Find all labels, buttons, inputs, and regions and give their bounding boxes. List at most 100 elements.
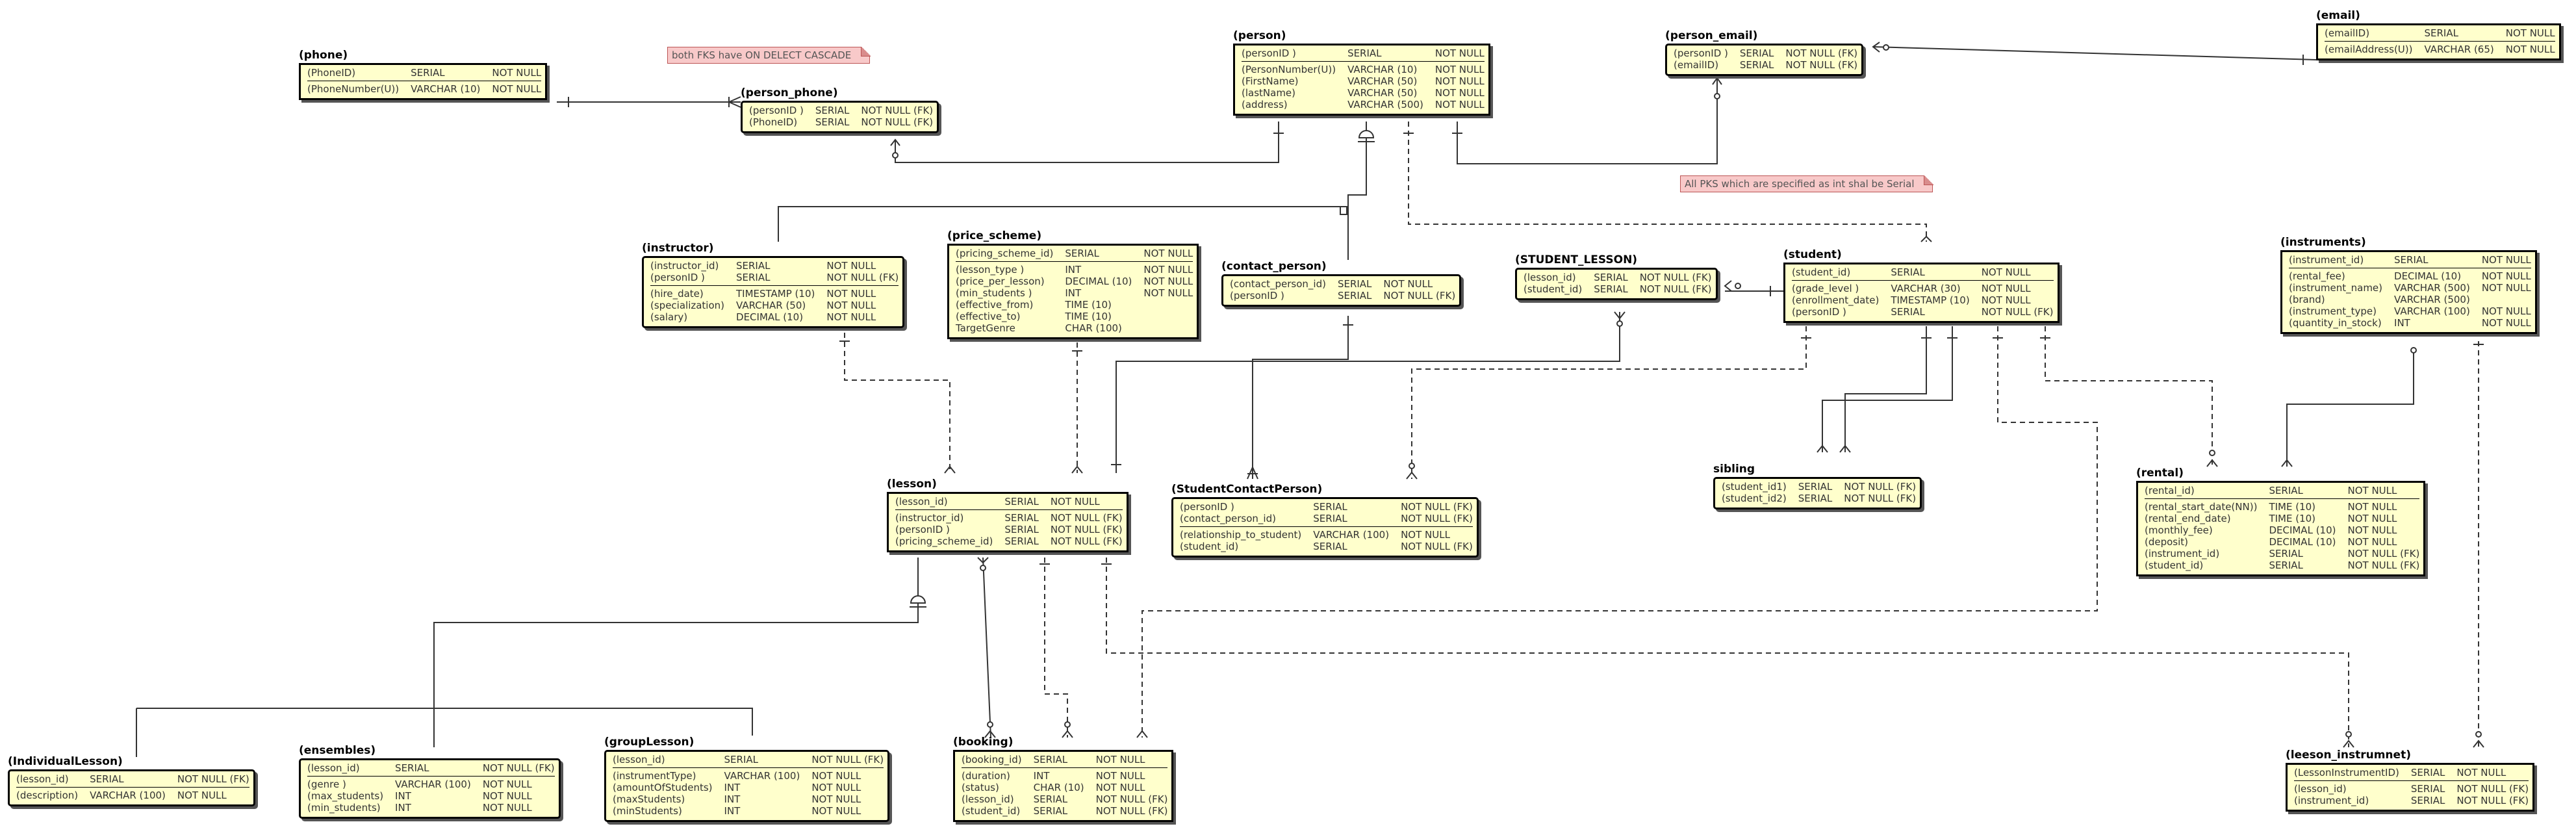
attribute-constraint: NOT NULL [1143,276,1193,287]
attribute-name: (student_id) [2145,559,2204,571]
rel-contact-person-scp [1252,316,1349,479]
attribute-name: (instructor_id) [895,509,1005,524]
attribute-row: (monthly_fee)DECIMAL (10)NOT NULL [2145,524,2419,536]
attribute-constraint: NOT NULL (FK) [1639,272,1712,283]
attribute-constraint: NOT NULL [2481,305,2531,317]
attribute-constraint: NOT NULL (FK) [1981,306,2054,318]
attribute-type: INT [1065,261,1144,276]
attribute-constraint: NOT NULL (FK) [1050,509,1123,524]
attribute-type: SERIAL [1337,278,1372,290]
attribute-type: VARCHAR (50) [736,300,806,311]
entity-title: (groupLesson) [604,736,695,749]
attribute-name: (instrument_id) [2289,254,2364,266]
attribute-constraint: NOT NULL [811,805,861,817]
attribute-constraint: NOT NULL (FK) [2456,780,2529,795]
attribute-type: SERIAL [1313,541,1347,552]
attribute-name: (student_id) [1180,541,1239,552]
attribute-name: (student_id2) [1722,493,1787,504]
attribute-constraint: NOT NULL (FK) [482,762,555,774]
entity-title: (student) [1783,248,1842,261]
attribute-constraint: NOT NULL (FK) [861,116,934,128]
attribute-type: SERIAL [736,260,771,272]
attribute-name: (pricing_scheme_id) [956,248,1054,259]
rel-lesson-booking-dashed [1044,558,1068,738]
attribute-type: SERIAL [1347,47,1382,59]
entity-contact-person[interactable]: (contact_person)(contact_person_id)SERIA… [1221,260,1462,307]
attribute-type: SERIAL [1337,290,1372,302]
attribute-type: SERIAL [1033,754,1068,765]
attribute-type: VARCHAR (500) [1347,99,1423,110]
attribute-type: SERIAL [90,773,124,785]
attribute-type: SERIAL [1004,509,1051,524]
attribute-row: (enrollment_date)TIMESTAMP (10)NOT NULL [1792,294,2054,306]
attribute-constraint: NOT NULL (FK) [2347,559,2420,571]
attribute-name: (lastName) [1242,87,1296,99]
attribute-type: TIMESTAMP (10) [736,285,827,300]
attribute-name: (rental_id) [2145,485,2195,496]
attribute-name: (personID ) [1180,501,1234,513]
attribute-type: SERIAL [1798,481,1833,493]
attribute-constraint: NOT NULL [1981,266,2031,278]
attribute-name: (status) [962,782,999,793]
attribute-constraint: NOT NULL [1435,99,1485,110]
attribute-constraint: NOT NULL [482,790,532,802]
attribute-name: (rental_start_date(NN)) [2145,498,2269,513]
attribute-row: (grade_level )VARCHAR (30)NOT NULL [1792,280,2054,294]
attribute-constraint: NOT NULL [2347,524,2397,536]
attribute-constraint: NOT NULL [826,285,899,300]
attribute-constraint [1143,299,1193,311]
attribute-name: (maxStudents) [613,793,685,805]
attribute-type: SERIAL [1594,283,1628,295]
entity-leeson-instrumnet[interactable]: (leeson_instrumnet)(LessonInstrumentID)S… [2286,749,2535,812]
attribute-type: SERIAL [1739,47,1774,59]
attribute-name: (instructor_id) [650,260,719,272]
rel-student-booking [1141,326,2098,738]
attribute-constraint: NOT NULL (FK) [1844,481,1917,493]
rel-person-subtypes [778,122,1367,242]
attribute-name: (personID ) [1242,47,1296,59]
attribute-name: (genre ) [307,776,396,790]
attribute-name: (lesson_id) [1524,272,1576,283]
attribute-type: SERIAL [1004,535,1039,547]
attribute-name: (instrument_name) [2289,282,2383,294]
attribute-constraint: NOT NULL [492,67,542,79]
entity-title: sibling [1713,463,1755,476]
attribute-name: (hire_date) [650,285,737,300]
attribute-constraint: NOT NULL [826,300,876,311]
rel-student-sibling [1822,326,1953,452]
